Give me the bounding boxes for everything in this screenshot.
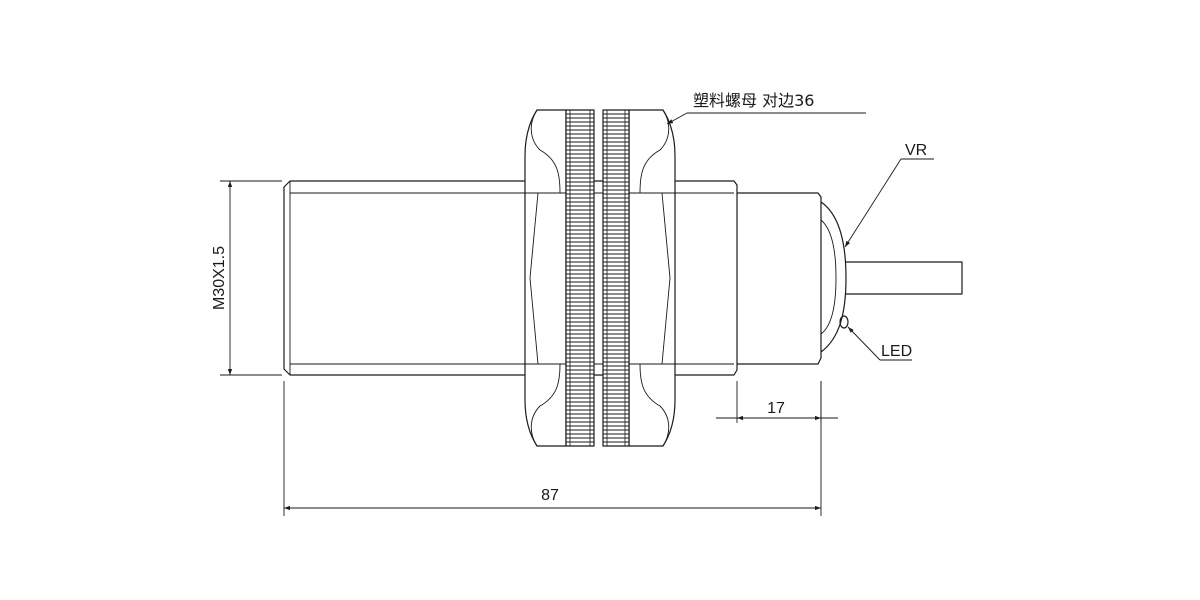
- nut-callout-label: 塑料螺母 对边36: [693, 91, 814, 110]
- thread-size-label: M30X1.5: [211, 246, 228, 310]
- knurled-flange-right: [602, 109, 630, 447]
- tail-length-dimension: 17: [716, 381, 838, 423]
- left-hex-nut: [524, 109, 567, 447]
- vr-label: VR: [905, 142, 927, 159]
- cable: [846, 261, 963, 295]
- thread-dimension: M30X1.5: [211, 180, 282, 376]
- knurled-flange-left: [565, 109, 595, 447]
- right-hex-nut: [628, 109, 676, 447]
- overall-length-label: 87: [541, 487, 559, 504]
- led-indicator: [839, 315, 849, 329]
- led-leader: LED: [847, 326, 912, 361]
- vr-leader: VR: [844, 142, 934, 248]
- flange-gap: [594, 180, 603, 376]
- nut-leader: 塑料螺母 对边36: [666, 91, 866, 125]
- end-cap: [820, 201, 847, 353]
- led-label: LED: [881, 343, 912, 360]
- rear-body: [737, 192, 822, 365]
- tail-length-label: 17: [767, 400, 785, 417]
